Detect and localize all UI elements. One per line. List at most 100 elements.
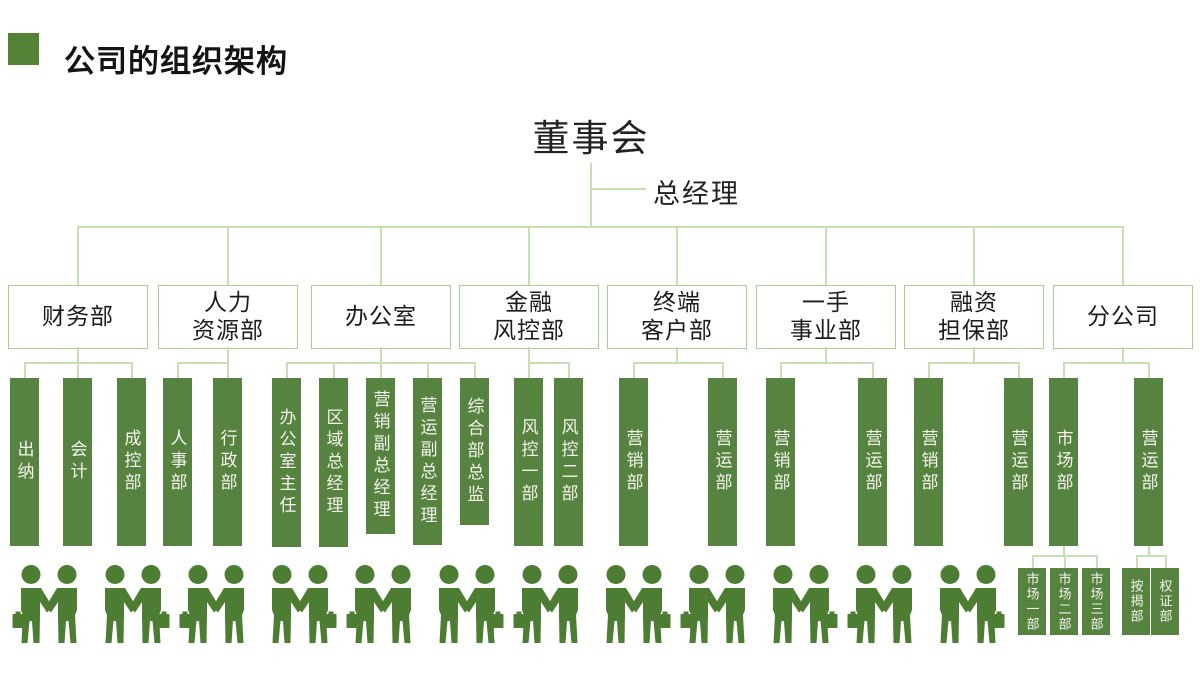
- dept-box-4: 金融风控部: [459, 285, 599, 349]
- org-subbar: 权证部: [1151, 568, 1179, 635]
- connector-line: [227, 347, 229, 363]
- org-bar: 市场部: [1048, 378, 1078, 546]
- connector-line: [77, 226, 1124, 228]
- connector-line: [676, 347, 678, 363]
- connector-line: [825, 227, 827, 285]
- connector-line: [973, 227, 975, 285]
- connector-line: [77, 363, 79, 378]
- connector-line: [528, 347, 530, 363]
- connector-line: [1136, 556, 1138, 568]
- dept-box-7: 融资担保部: [904, 285, 1044, 349]
- connector-line: [1032, 556, 1034, 568]
- people-pair-icon: [179, 563, 253, 645]
- org-bar: 营销部: [765, 378, 795, 546]
- title-accent-square: [8, 33, 39, 65]
- dept-box-label: 风控部: [493, 318, 565, 343]
- org-subbar: 按揭部: [1122, 568, 1150, 635]
- connector-line: [1148, 363, 1150, 378]
- org-bar: 人事部: [162, 378, 192, 546]
- people-pair-icon: [263, 563, 337, 645]
- org-bar: 营运副总经理: [412, 378, 442, 545]
- connector-line: [1096, 556, 1098, 568]
- connector-line: [528, 363, 530, 378]
- connector-line: [177, 362, 229, 364]
- connector-line: [1063, 362, 1150, 364]
- dept-box-2: 人力资源部: [158, 285, 298, 349]
- people-pair-icon: [597, 563, 671, 645]
- dept-box-8: 分公司: [1053, 285, 1193, 349]
- connector-line: [227, 363, 229, 378]
- org-bar: 营运部: [1133, 378, 1163, 546]
- org-subbar: 市场一部: [1018, 568, 1046, 635]
- dept-box-label: 金融: [505, 290, 553, 315]
- page-title: 公司的组织架构: [64, 44, 288, 79]
- dept-box-label: 财务部: [42, 304, 114, 329]
- org-subbar: 市场三部: [1082, 568, 1110, 635]
- dept-box-label: 办公室: [345, 304, 417, 329]
- dept-box-label: 事业部: [790, 318, 862, 343]
- connector-line: [722, 363, 724, 378]
- org-subbar: 市场二部: [1050, 568, 1078, 635]
- dept-box-label: 融资: [950, 290, 998, 315]
- org-root-label: 董事会: [532, 119, 650, 160]
- connector-line: [380, 227, 382, 285]
- people-pair-icon: [847, 563, 921, 645]
- dept-box-label: 分公司: [1087, 304, 1159, 329]
- connector-line: [872, 363, 874, 378]
- org-bar: 营销部: [618, 378, 648, 546]
- people-pair-icon: [12, 563, 86, 645]
- connector-line: [427, 363, 429, 378]
- dept-box-label: 担保部: [938, 318, 1010, 343]
- connector-line: [1148, 546, 1150, 556]
- connector-line: [1122, 347, 1124, 363]
- org-bar: 风控一部: [513, 378, 543, 546]
- connector-line: [286, 363, 288, 378]
- connector-line: [333, 363, 335, 378]
- connector-line: [590, 163, 592, 227]
- dept-box-5: 终端客户部: [607, 285, 747, 349]
- connector-line: [568, 363, 570, 378]
- connector-line: [1165, 556, 1167, 568]
- dept-box-label: 终端: [653, 290, 701, 315]
- people-pair-icon: [96, 563, 170, 645]
- connector-line: [780, 362, 874, 364]
- connector-line: [1064, 556, 1066, 568]
- people-pair-icon: [680, 563, 754, 645]
- org-bar: 营销副总经理: [365, 378, 395, 534]
- connector-line: [24, 363, 26, 378]
- people-pair-icon: [931, 563, 1005, 645]
- connector-line: [590, 188, 646, 190]
- connector-line: [973, 347, 975, 363]
- org-bar: 办公室主任: [271, 378, 301, 547]
- connector-line: [528, 362, 570, 364]
- dept-box-label: 客户部: [641, 318, 713, 343]
- connector-line: [1063, 363, 1065, 378]
- connector-line: [928, 362, 1020, 364]
- connector-line: [77, 227, 79, 285]
- people-pair-icon: [764, 563, 838, 645]
- people-pair-icon: [430, 563, 504, 645]
- dept-box-1: 财务部: [8, 285, 148, 349]
- connector-line: [77, 347, 79, 363]
- connector-line: [474, 363, 476, 378]
- org-bar: 会计: [62, 378, 92, 546]
- org-bar: 区域总经理: [318, 378, 348, 547]
- connector-line: [528, 227, 530, 285]
- connector-line: [1122, 227, 1124, 285]
- connector-line: [633, 362, 724, 364]
- dept-box-label: 一手: [802, 290, 850, 315]
- org-bar: 风控二部: [553, 378, 583, 546]
- org-bar: 综合部总监: [459, 378, 489, 525]
- dept-box-3: 办公室: [311, 285, 451, 349]
- dept-box-label: 资源部: [192, 318, 264, 343]
- connector-line: [227, 227, 229, 285]
- connector-line: [380, 347, 382, 363]
- connector-line: [131, 363, 133, 378]
- connector-line: [1136, 555, 1167, 557]
- org-bar: 出纳: [9, 378, 39, 546]
- dept-box-label: 人力: [204, 290, 252, 315]
- org-bar: 营运部: [1003, 378, 1033, 546]
- org-bar: 成控部: [116, 378, 146, 546]
- connector-line: [928, 363, 930, 378]
